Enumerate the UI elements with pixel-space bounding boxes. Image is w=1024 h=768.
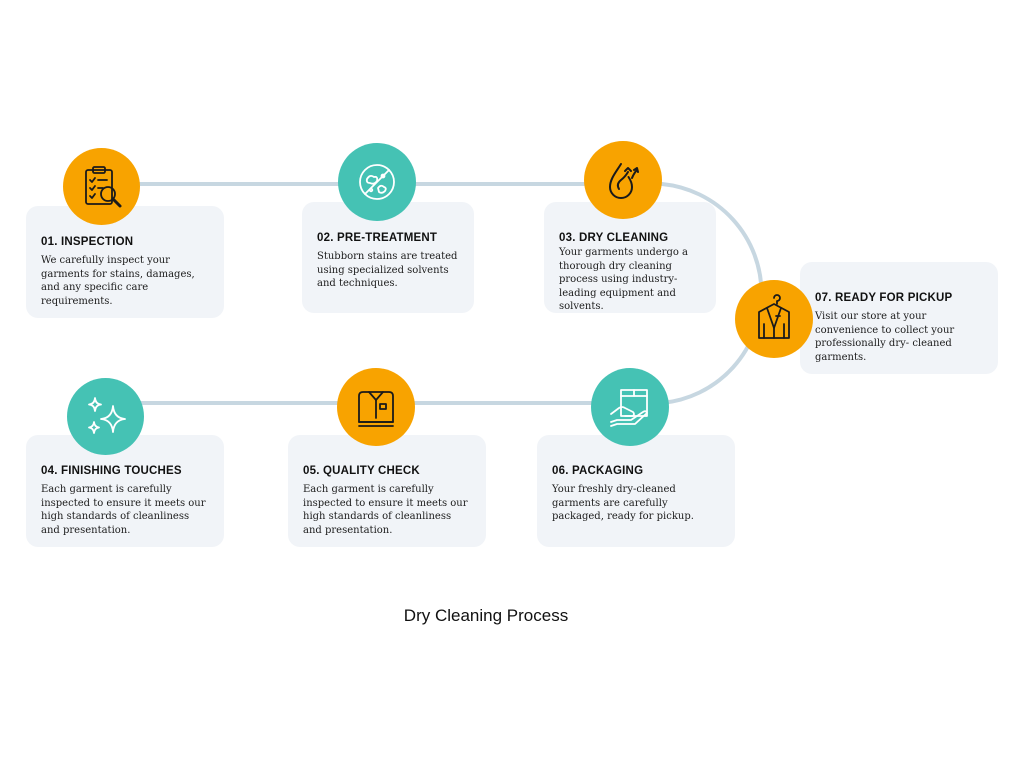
- package-hand-icon: [591, 368, 669, 446]
- step-title: 03. DRY CLEANING: [559, 232, 669, 244]
- step-card-dry-cleaning: 03. DRY CLEANING Your garments undergo a…: [544, 202, 716, 313]
- step-card-finishing-touches: 04. FINISHING TOUCHES Each garment is ca…: [26, 435, 224, 547]
- step-card-pre-treatment: 02. PRE-TREATMENT Stubborn stains are tr…: [302, 202, 474, 313]
- step-card-packaging: 06. PACKAGING Your freshly dry-cleaned g…: [537, 435, 735, 547]
- sparkle-icon: [67, 378, 144, 455]
- solvent-drop-icon: [584, 141, 662, 219]
- step-title: 07. READY FOR PICKUP: [815, 292, 953, 304]
- step-description: Each garment is carefully inspected to e…: [41, 484, 206, 536]
- step-description: Your freshly dry-cleaned garments are ca…: [552, 484, 694, 522]
- step-title: 06. PACKAGING: [552, 465, 644, 477]
- clipboard-magnifier-icon: [63, 148, 140, 225]
- step-description: Each garment is carefully inspected to e…: [303, 484, 468, 536]
- step-description: We carefully inspect your garments for s…: [41, 255, 195, 307]
- step-card-ready-for-pickup: 07. READY FOR PICKUP Visit our store at …: [800, 262, 998, 374]
- step-card-inspection: 01. INSPECTION We carefully inspect your…: [26, 206, 224, 318]
- stain-removal-icon: [338, 143, 416, 221]
- step-card-quality-check: 05. QUALITY CHECK Each garment is carefu…: [288, 435, 486, 547]
- folded-shirt-icon: [337, 368, 415, 446]
- step-title: 04. FINISHING TOUCHES: [41, 465, 182, 477]
- suit-hanger-icon: [735, 280, 813, 358]
- step-description: Visit our store at your convenience to c…: [815, 311, 955, 363]
- step-title: 01. INSPECTION: [41, 236, 134, 248]
- step-description: Stubborn stains are treated using specia…: [317, 251, 458, 289]
- diagram-title: Dry Cleaning Process: [403, 606, 569, 625]
- step-title: 02. PRE-TREATMENT: [317, 232, 438, 244]
- step-title: 05. QUALITY CHECK: [303, 465, 420, 477]
- step-description: Your garments undergo a thorough dry cle…: [559, 247, 689, 312]
